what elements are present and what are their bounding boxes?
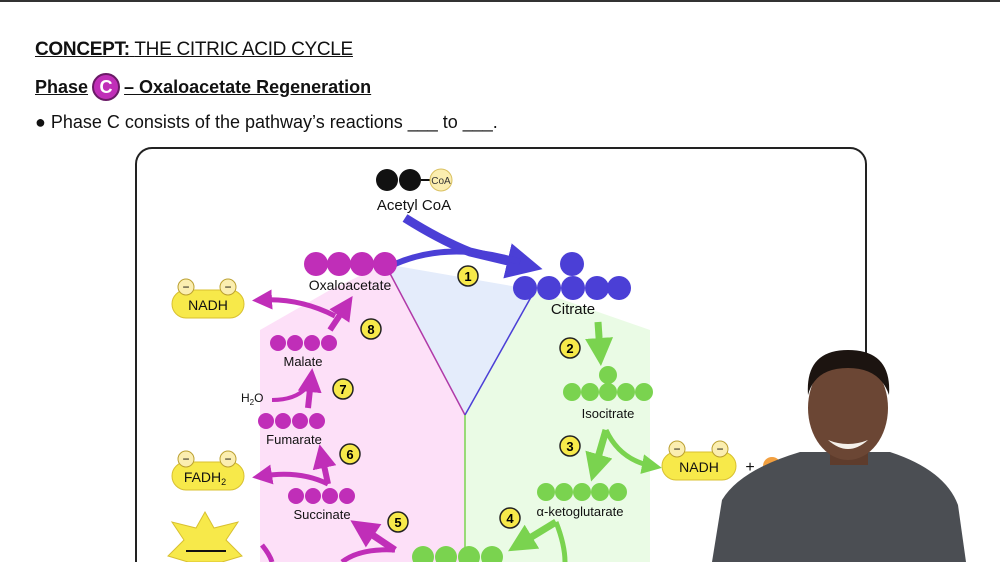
isocitrate-molecule: Isocitrate [563, 366, 653, 421]
nadh-left-carrier: − − NADH [171, 278, 245, 319]
concept-heading: CONCEPT: THE CITRIC ACID CYCLE [35, 39, 353, 60]
step-5: 5 [387, 511, 409, 533]
svg-text:Fumarate: Fumarate [266, 432, 322, 447]
oxaloacetate-molecule: Oxaloacetate [304, 252, 397, 293]
svg-text:−: − [716, 442, 723, 456]
step-7: 7 [332, 378, 354, 400]
svg-text:7: 7 [339, 382, 346, 397]
svg-text:8: 8 [367, 322, 374, 337]
malate-molecule: Malate [270, 335, 337, 369]
svg-text:−: − [182, 280, 189, 294]
alpha-ketoglutarate-molecule: α-ketoglutarate [536, 483, 627, 519]
svg-text:1: 1 [464, 269, 471, 284]
phase-a-region [385, 264, 535, 415]
phase-heading: Phase C – Oxaloacetate Regeneration [35, 73, 371, 101]
step-numbers: 1 2 3 4 5 6 7 8 [332, 265, 581, 533]
svg-text:Citrate: Citrate [551, 301, 595, 318]
top-divider [0, 0, 1000, 2]
fadh2-carrier: − − FADH2 [171, 450, 245, 491]
step-1: 1 [457, 265, 479, 287]
svg-text:Succinate: Succinate [293, 507, 350, 522]
svg-text:FADH2: FADH2 [184, 469, 226, 487]
svg-text:+: + [745, 459, 754, 476]
svg-text:Isocitrate: Isocitrate [582, 406, 635, 421]
svg-text:6: 6 [346, 447, 353, 462]
presenter-video [712, 350, 966, 562]
svg-text:Oxaloacetate: Oxaloacetate [309, 277, 392, 293]
step-3: 3 [559, 435, 581, 457]
svg-text:Acetyl CoA: Acetyl CoA [377, 197, 451, 214]
svg-text:4: 4 [506, 511, 514, 526]
step-2: 2 [559, 337, 581, 359]
energy-star [167, 510, 243, 562]
svg-text:−: − [224, 280, 231, 294]
step-8: 8 [360, 318, 382, 340]
svg-text:−: − [673, 442, 680, 456]
succinate-molecule: Succinate [288, 488, 355, 522]
citrate-molecule: Citrate [513, 252, 631, 318]
succinyl-coa-molecule [412, 546, 503, 562]
bullet-text: ● Phase C consists of the pathway’s reac… [35, 112, 498, 132]
svg-text:5: 5 [394, 515, 401, 530]
phase-badge: C [92, 73, 121, 101]
nadh-right-carrier: − − NADH + [661, 440, 781, 481]
svg-text:2: 2 [566, 341, 573, 356]
step-6: 6 [339, 443, 361, 465]
acetyl-coa-molecule: CoA Acetyl CoA [376, 168, 453, 214]
svg-text:NADH: NADH [188, 297, 228, 313]
step-4: 4 [499, 507, 521, 529]
svg-text:−: − [182, 452, 189, 466]
svg-text:3: 3 [566, 439, 573, 454]
svg-text:Malate: Malate [283, 354, 322, 369]
fumarate-molecule: Fumarate [258, 413, 325, 447]
svg-text:α-ketoglutarate: α-ketoglutarate [536, 504, 623, 519]
svg-text:NADH: NADH [679, 459, 719, 475]
svg-text:H2O: H2O [241, 391, 263, 407]
svg-text:CoA: CoA [431, 176, 451, 187]
water-label: H2O [241, 391, 263, 407]
svg-text:−: − [224, 452, 231, 466]
